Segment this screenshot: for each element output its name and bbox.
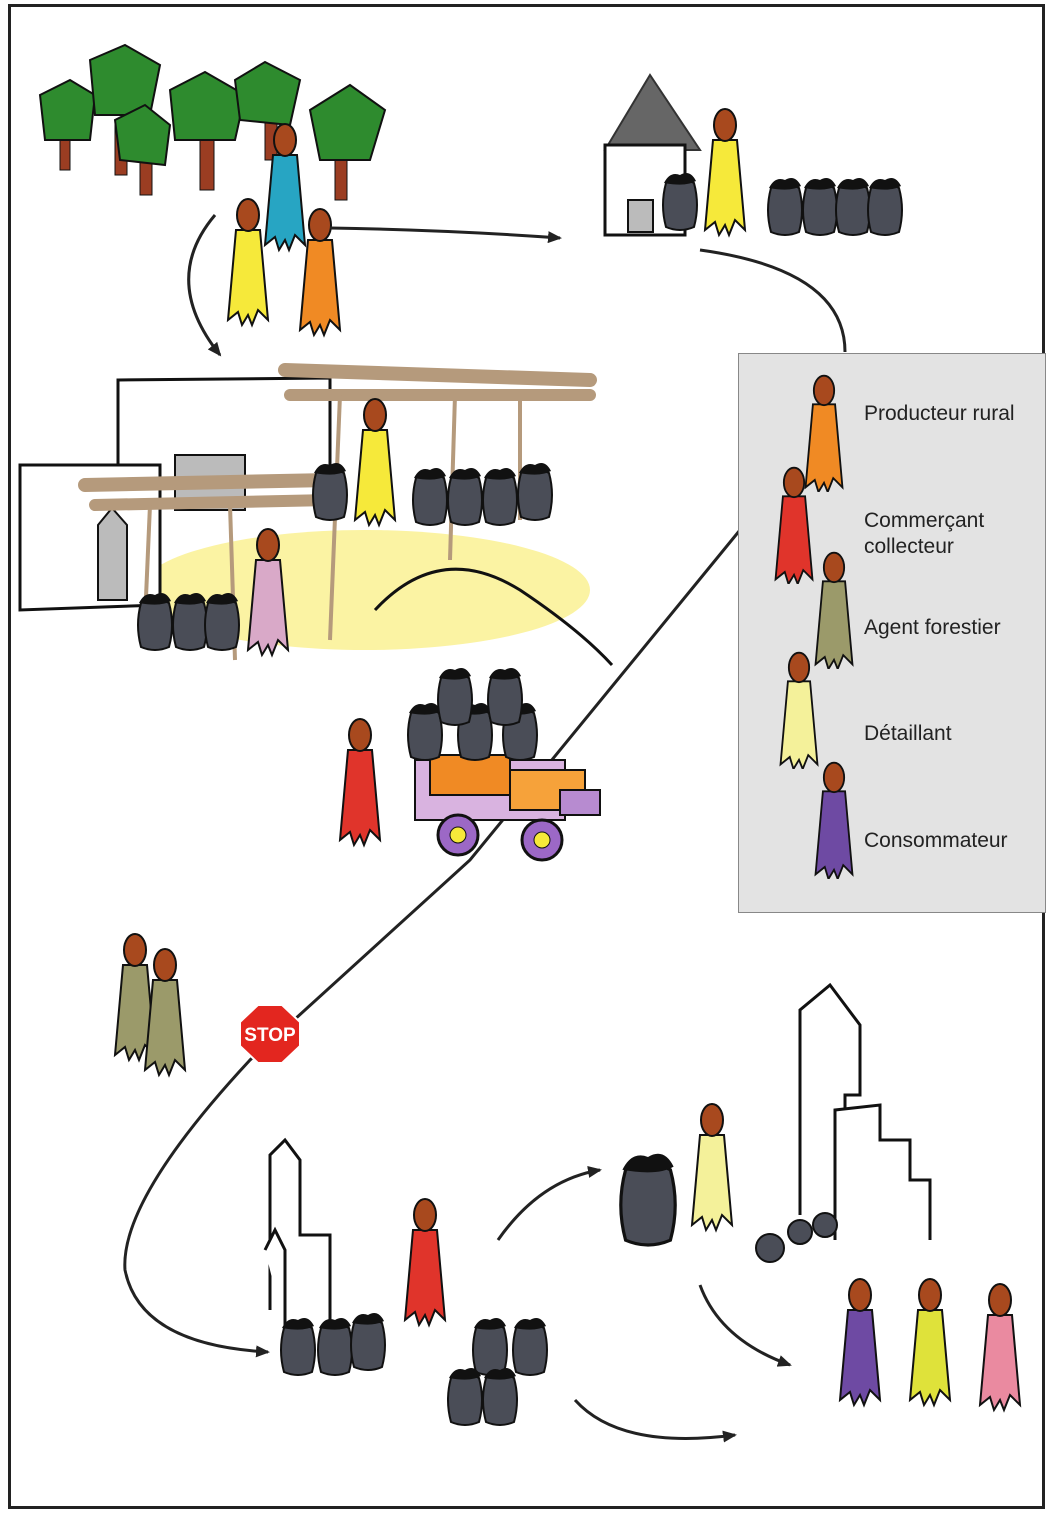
charcoal-sack-icon — [802, 177, 838, 236]
legend-label: Détaillant — [864, 722, 952, 745]
tree-icon — [168, 70, 247, 191]
legend-label: Commerçant collecteur — [864, 509, 985, 558]
legend-label: Producteur rural — [864, 402, 1015, 425]
tree-icon — [308, 83, 387, 201]
producer-icon — [704, 108, 746, 236]
city-buildings — [798, 982, 932, 1240]
charcoal-sack-icon — [517, 462, 553, 521]
flow-arrow — [123, 529, 742, 1358]
tree-icon — [113, 103, 172, 196]
forest — [38, 43, 387, 201]
legend-label: Agent forestier — [864, 616, 1001, 639]
retailer-icon — [779, 651, 819, 769]
charcoal-sack-icon — [482, 467, 518, 526]
charcoal-sack-icon — [767, 177, 803, 236]
flow-line — [699, 248, 847, 353]
charcoal-sack-icon — [317, 1317, 353, 1376]
legend: Producteur rural Commerçant collecteur A… — [738, 353, 1046, 913]
village-storage — [18, 363, 614, 667]
flow-arrow — [187, 214, 222, 357]
flow-arrow — [698, 1284, 792, 1367]
charcoal-sack-icon — [447, 1367, 483, 1426]
producer-icon — [354, 398, 396, 526]
consumer-icon — [814, 761, 854, 879]
trader-icon — [404, 1198, 446, 1326]
charcoal-sack-icon — [437, 667, 473, 726]
trader-icon — [339, 718, 381, 846]
flow-arrow — [329, 226, 562, 244]
charcoal-pot-icon — [755, 1233, 785, 1263]
producer-icon — [804, 374, 844, 492]
charcoal-sack-icon — [619, 1152, 677, 1247]
truck-icon — [414, 754, 601, 862]
charcoal-sack-icon — [407, 702, 443, 761]
charcoal-pot-icon — [787, 1219, 813, 1245]
charcoal-sack-icon — [662, 172, 698, 231]
forest-agent-icon — [814, 551, 854, 669]
forest-agent-icon — [144, 948, 186, 1076]
consumer-icon — [979, 1283, 1021, 1411]
flow-arrow — [496, 1166, 602, 1241]
charcoal-pot-icon — [812, 1212, 838, 1238]
charcoal-sack-icon — [280, 1317, 316, 1376]
charcoal-sack-icon — [172, 592, 208, 651]
city-buildings — [263, 1137, 332, 1330]
tree-icon — [233, 60, 302, 161]
consumer-icon — [909, 1278, 951, 1406]
stop-sign: STOP — [239, 1004, 301, 1064]
charcoal-sack-icon — [137, 592, 173, 651]
charcoal-sack-icon — [412, 467, 448, 526]
charcoal-sack-icon — [204, 592, 240, 651]
charcoal-sack-icon — [312, 462, 348, 521]
legend-label: Consommateur — [864, 829, 1008, 852]
charcoal-sack-icon — [447, 467, 483, 526]
charcoal-sack-icon — [472, 1317, 508, 1376]
charcoal-sack-icon — [512, 1317, 548, 1376]
charcoal-sack-icon — [835, 177, 871, 236]
consumer-icon — [839, 1278, 881, 1406]
retailer-icon — [691, 1103, 733, 1231]
trader-icon — [774, 466, 814, 584]
charcoal-sack-icon — [482, 1367, 518, 1426]
flow-arrow — [573, 1398, 737, 1443]
charcoal-sack-icon — [487, 667, 523, 726]
charcoal-sack-icon — [350, 1312, 386, 1371]
charcoal-sack-icon — [867, 177, 903, 236]
stop-sign-text: STOP — [244, 1025, 296, 1046]
producer-icon — [227, 198, 269, 326]
tree-icon — [38, 78, 97, 171]
